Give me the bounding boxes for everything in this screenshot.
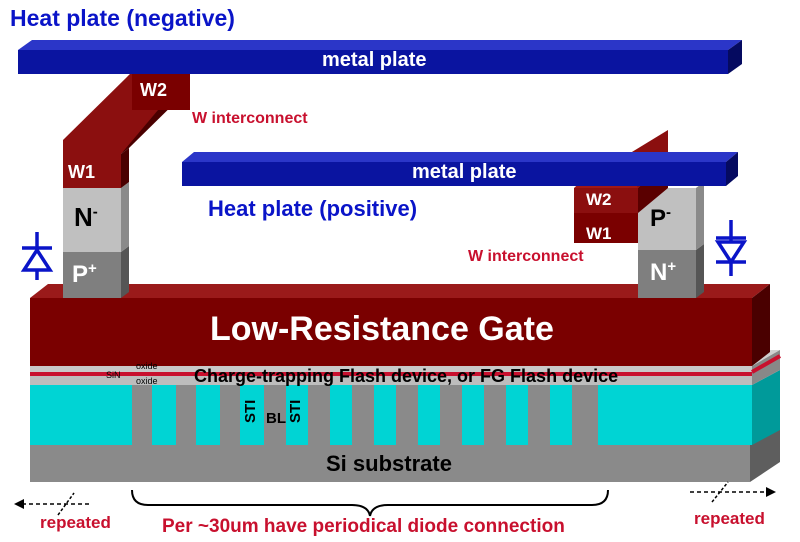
oxide-top-label: oxide bbox=[136, 361, 158, 371]
oxide-bottom-label: oxide bbox=[136, 376, 158, 386]
w-interconnect-right-label: W interconnect bbox=[468, 248, 584, 265]
diode-symbol-icon-left bbox=[20, 232, 54, 280]
dashed-arrow-icon-left bbox=[14, 492, 90, 516]
bl-label: BL bbox=[266, 410, 286, 427]
w2-left-label: W2 bbox=[140, 80, 167, 100]
metal-plate-middle bbox=[182, 152, 738, 186]
w1-right-label: W1 bbox=[586, 224, 612, 243]
p-plus-left-label: P+ bbox=[72, 260, 97, 288]
periodic-connection-label: Per ~30um have periodical diode connecti… bbox=[162, 516, 565, 537]
substrate-label: Si substrate bbox=[326, 451, 452, 476]
w1-left-label: W1 bbox=[68, 162, 95, 182]
left-w2-interconnect bbox=[63, 72, 190, 154]
dashed-arrow-icon-right bbox=[690, 481, 776, 503]
flash-device-label: Charge-trapping Flash device, or FG Flas… bbox=[194, 366, 619, 386]
metal-plate-top bbox=[18, 40, 742, 74]
left-diode bbox=[63, 182, 129, 298]
repeated-left-label: repeated bbox=[40, 513, 111, 532]
diode-symbol-icon-right bbox=[714, 220, 748, 276]
heat-plate-negative-label: Heat plate (negative) bbox=[10, 5, 235, 31]
metal-plate-middle-label: metal plate bbox=[412, 161, 517, 183]
low-resistance-gate bbox=[30, 284, 770, 366]
heat-plate-positive-label: Heat plate (positive) bbox=[208, 196, 418, 221]
w2-right-label: W2 bbox=[586, 190, 612, 209]
w-interconnect-left-label: W interconnect bbox=[192, 110, 308, 127]
repeated-right-label: repeated bbox=[694, 509, 765, 528]
sin-label: SiN bbox=[106, 370, 121, 380]
curly-brace-icon bbox=[131, 489, 609, 517]
sti-bl-layer bbox=[30, 370, 780, 445]
bitline-fins bbox=[132, 385, 598, 445]
left-w1 bbox=[63, 148, 129, 188]
metal-plate-top-label: metal plate bbox=[322, 49, 427, 71]
n-minus-left-label: N- bbox=[74, 202, 98, 232]
gate-label: Low-Resistance Gate bbox=[210, 310, 554, 348]
sti-right-label: STI bbox=[287, 399, 304, 423]
p-minus-right-label: P- bbox=[650, 204, 672, 232]
n-plus-right-label: N+ bbox=[650, 258, 677, 286]
sti-left-label: STI bbox=[242, 399, 259, 423]
